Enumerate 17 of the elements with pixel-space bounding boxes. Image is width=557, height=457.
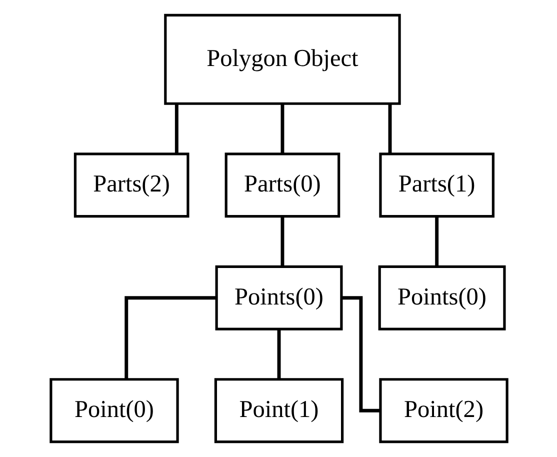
connector	[280, 216, 284, 267]
connector	[434, 216, 438, 267]
node-box: Point(1)	[214, 378, 344, 444]
node-box: Point(2)	[378, 378, 508, 444]
connector	[341, 296, 380, 412]
connector	[174, 104, 178, 154]
node-box: Points(0)	[378, 265, 506, 330]
node-box: Parts(0)	[224, 152, 340, 218]
node-box: Parts(2)	[73, 152, 189, 218]
connector	[276, 329, 280, 380]
node-box: Parts(1)	[378, 152, 494, 218]
node-box: Point(0)	[49, 378, 178, 444]
connector	[280, 104, 284, 154]
node-box: Points(0)	[214, 265, 342, 330]
node-box: Polygon Object	[164, 14, 400, 105]
connector	[388, 104, 392, 154]
connector	[124, 296, 216, 380]
